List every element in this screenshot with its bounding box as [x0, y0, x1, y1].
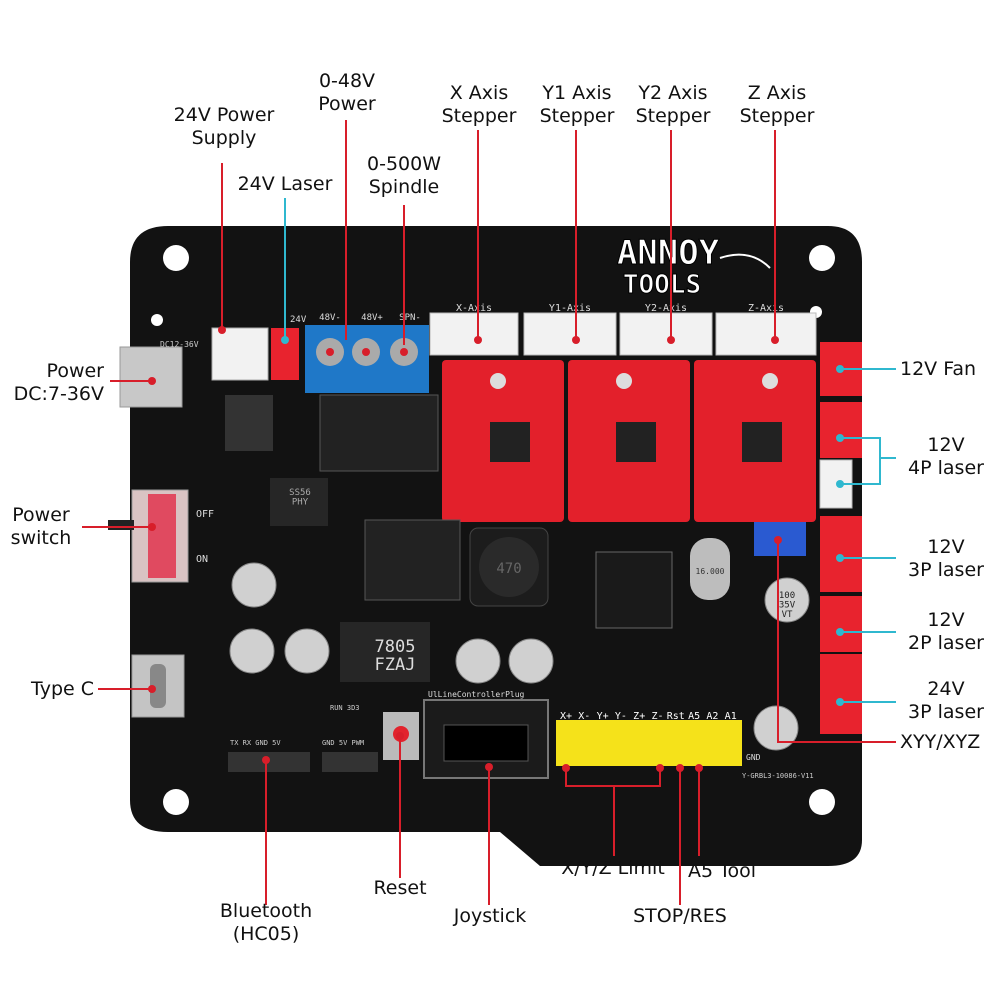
svg-text:Z-Axis: Z-Axis: [748, 303, 784, 314]
svg-text:470: 470: [496, 561, 521, 577]
pin-label: Rst: [667, 711, 685, 722]
svg-text:48V+: 48V+: [361, 313, 383, 323]
label-bluetooth: Bluetooth(HC05): [219, 900, 313, 945]
stepper-driver-modules: [442, 360, 816, 522]
svg-text:ON: ON: [196, 554, 208, 565]
pin-label: A1: [725, 711, 737, 722]
pin-label: Y-: [615, 711, 627, 722]
label-12v-fan: 12V Fan: [900, 358, 977, 380]
label-type-c: Type C: [31, 678, 94, 700]
capacitors: [229, 562, 810, 751]
svg-text:ANNOY: ANNOY: [617, 233, 720, 273]
svg-text:X-Axis: X-Axis: [456, 303, 492, 314]
label-joystick: Joystick: [453, 905, 527, 927]
svg-text:Y1-Axis: Y1-Axis: [549, 303, 591, 314]
svg-text:OFF: OFF: [196, 509, 214, 520]
pin-label: X+: [560, 711, 572, 722]
svg-text:UlLineControllerPlug: UlLineControllerPlug: [428, 690, 525, 699]
label-24v-laser: 24V Laser: [237, 173, 333, 195]
label-a5-tool: A5 Tool: [687, 860, 757, 882]
right-connectors: [754, 342, 862, 734]
svg-text:Y2-Axis: Y2-Axis: [645, 303, 687, 314]
pin-label: Z+: [633, 711, 645, 722]
svg-text:24V: 24V: [290, 315, 307, 325]
limit-pin-header: [556, 720, 742, 766]
pin-label: Z-: [651, 711, 663, 722]
svg-text:DC12-36V: DC12-36V: [160, 340, 199, 349]
pin-label: A2: [706, 711, 718, 722]
svg-text:GND 5V PWM: GND 5V PWM: [322, 739, 364, 747]
marker-dots: [148, 326, 844, 772]
label-xyy-xyz: XYY/XYZ: [900, 731, 981, 753]
brand-logo: ANNOY TOOLS: [616, 233, 771, 301]
pin-label: A5: [688, 711, 700, 722]
pin-label: X-: [578, 711, 590, 722]
svg-text:48V-: 48V-: [319, 313, 341, 323]
svg-text:GND: GND: [746, 753, 761, 762]
dc-jack: [119, 346, 183, 408]
svg-text:RUN 3D3: RUN 3D3: [330, 704, 360, 712]
svg-text:SPN-: SPN-: [399, 313, 421, 323]
label-xyz-limit: X/Y/Z Limit: [561, 857, 665, 879]
label-stop-res: STOP/RES: [633, 905, 727, 927]
svg-text:16.000: 16.000: [696, 567, 725, 576]
crystal: [690, 538, 730, 600]
label-reset: Reset: [373, 877, 427, 899]
leader-lines: [82, 120, 896, 905]
svg-text:TOOLS: TOOLS: [623, 270, 701, 300]
power-24v-connector: [211, 327, 269, 381]
pin-label: Y+: [597, 711, 609, 722]
stepper-connectors: X-Axis Y1-Axis Y2-Axis Z-Axis: [429, 303, 817, 356]
mcu-chip: [595, 551, 673, 629]
svg-text:TX RX GND 5V: TX RX GND 5V: [230, 739, 281, 747]
i2c-header: [322, 752, 378, 772]
svg-text:Y-GRBL3-10086-V11: Y-GRBL3-10086-V11: [742, 772, 814, 780]
